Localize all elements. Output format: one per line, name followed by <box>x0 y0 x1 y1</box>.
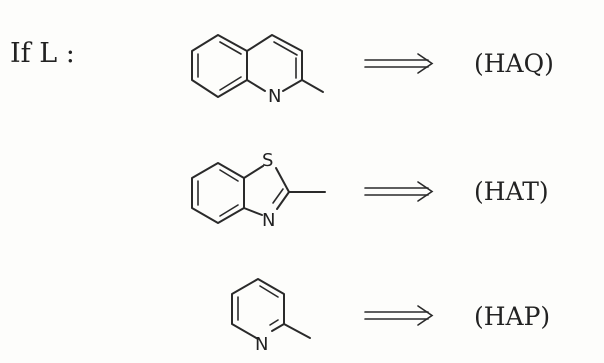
hac-abbreviation: (HAQ) <box>474 49 554 78</box>
hat-abbreviation: (HAT) <box>474 177 549 206</box>
intro-label: If L : <box>10 38 75 69</box>
benzothiazole-n-label: N <box>262 210 275 231</box>
double-arrow-icon <box>364 181 434 202</box>
pyridin-2-yl-structure-icon <box>231 278 311 340</box>
benzothiazole-s-label: S <box>262 150 273 171</box>
quinoline-n-label: N <box>268 86 281 107</box>
benzothiazol-2-yl-structure-icon <box>191 162 326 224</box>
quinolin-2-yl-structure-icon <box>191 34 324 98</box>
double-arrow-icon <box>364 305 434 326</box>
pyridine-n-label: N <box>255 334 268 355</box>
hap-abbreviation: (HAP) <box>474 302 550 331</box>
double-arrow-icon <box>364 53 434 74</box>
